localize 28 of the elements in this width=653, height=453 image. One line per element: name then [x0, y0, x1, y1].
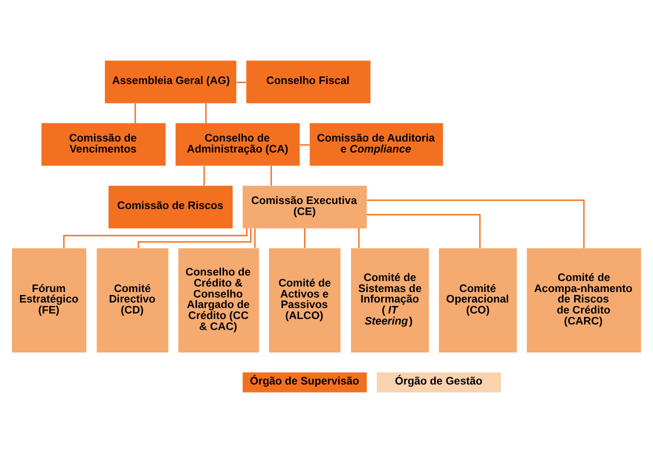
node-box: Comissão de Vencimentos [41, 123, 166, 166]
connector [367, 214, 481, 248]
connector [236, 82, 246, 84]
connector [134, 103, 136, 124]
node-box: Assembleia Geral (AG) [104, 60, 236, 104]
node-box: Comissão Executiva (CE) [242, 186, 367, 228]
node-box: Comité de Sistemas de Informação (IT Steering) [350, 248, 429, 352]
connector [254, 228, 256, 248]
node-box: Comité de Acompa-nhamento de Riscos de Crédito (CARC) [526, 248, 642, 352]
legend-label: Órgão de Supervisão [250, 375, 360, 388]
connector [138, 228, 252, 248]
connector [300, 144, 310, 146]
node-box: Conselho de Crédito & Conselho Alargado de Crédito (CC & CAC) [178, 248, 259, 352]
node-box: Comissão de Riscos [108, 186, 233, 228]
connector [358, 228, 360, 248]
connector [205, 103, 207, 124]
node-box: Comissão de Auditoria e Compliance [310, 123, 443, 166]
connector [203, 166, 205, 186]
node-box: Comité Directivo (CD) [96, 248, 168, 352]
legend-label: Órgão de Gestão [394, 375, 482, 388]
node-box: Fórum Estratégico (FE) [12, 248, 86, 352]
connector [367, 200, 585, 248]
connector [270, 166, 272, 186]
node-box: Comité de Activos e Passivos (ALCO) [268, 248, 341, 352]
node-box: Conselho Fiscal [246, 60, 370, 104]
node-box: Conselho de Administração (CA) [176, 123, 300, 166]
node-box: Comité Operacional (CO) [438, 248, 517, 352]
connector [304, 228, 306, 248]
